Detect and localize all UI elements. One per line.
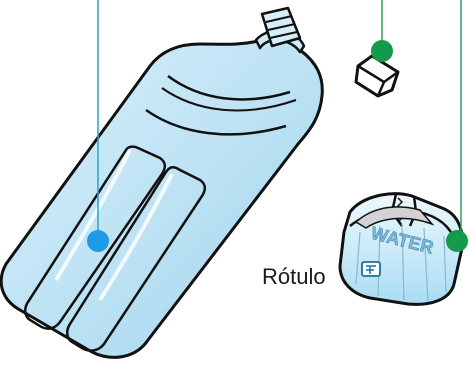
- label-band-logo: [362, 262, 380, 276]
- label-caption: Rótulo: [262, 264, 326, 290]
- label-marker-dot[interactable]: [446, 230, 468, 252]
- bottle-marker-dot[interactable]: [87, 230, 109, 252]
- cap: [356, 56, 398, 96]
- cap-marker-dot[interactable]: [371, 40, 393, 62]
- bottle: [1, 8, 322, 357]
- label-band: WATER: [340, 194, 462, 305]
